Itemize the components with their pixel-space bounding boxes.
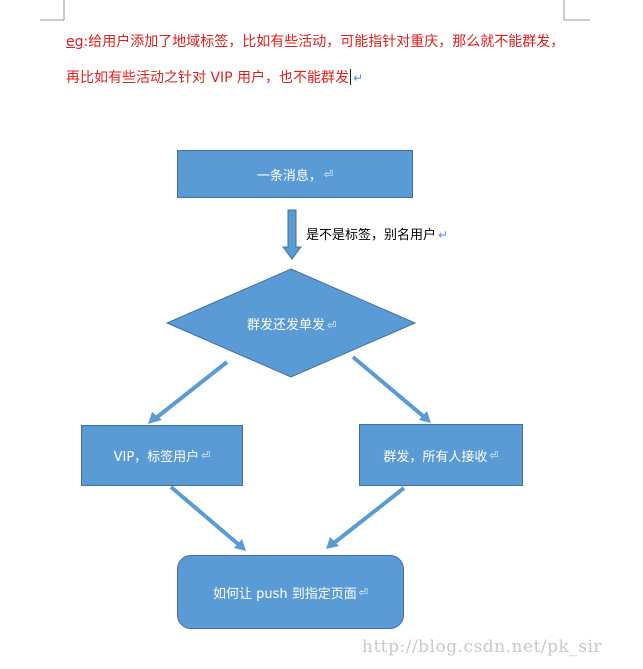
arrow-label-text: 是不是标签，别名用户 — [306, 228, 437, 243]
arrowhead-left-end — [234, 539, 246, 551]
return-mark-icon: ⏎ — [489, 448, 499, 462]
page-corner-top-right — [563, 0, 590, 21]
paragraph-line-1-text: :给用户添加了地域标签，比如有些活动，可能指针对重庆，那么就不能群发， — [83, 34, 565, 50]
paragraph-line-2-text: 再比如有些活动之针对 VIP 用户，也不能群发 — [66, 70, 350, 86]
decision-label: 群发还发单发⏎ — [247, 314, 336, 333]
arrow-label: 是不是标签，别名用户↵ — [306, 224, 448, 243]
return-mark-icon: ⏎ — [201, 449, 211, 462]
decision-diamond — [165, 268, 417, 378]
return-mark-icon: ⏎ — [358, 585, 368, 599]
arrow-right-to-end — [332, 486, 406, 545]
paragraph-mark-icon: ↵ — [438, 228, 449, 242]
down-arrow — [282, 209, 302, 260]
arrow-to-right — [351, 355, 425, 418]
decision-label-text: 群发还发单发 — [247, 318, 326, 333]
arrowhead-right — [419, 411, 431, 423]
page-corner-top-left — [40, 0, 65, 21]
end-box-label: 如何让 push 到指定页面 — [213, 586, 357, 602]
text-cursor — [350, 69, 352, 85]
arrow-left-to-end — [169, 485, 240, 546]
left-box: VIP，标签用户⏎ — [81, 425, 243, 486]
end-box: 如何让 push 到指定页面⏎ — [177, 555, 404, 629]
start-box-label: 一条消息， — [256, 168, 322, 184]
watermark: http://blog.csdn.net/pk_sir — [362, 637, 603, 657]
eg-text: eg — [66, 34, 84, 50]
paragraph-mark-icon: ↵ — [353, 71, 364, 85]
right-box: 群发，所有人接收⏎ — [359, 424, 523, 486]
left-box-label: VIP，标签用户 — [113, 450, 200, 465]
arrowhead-left — [148, 412, 162, 424]
paragraph-line-1: eg:给用户添加了地域标签，比如有些活动，可能指针对重庆，那么就不能群发， — [66, 33, 564, 51]
paragraph-line-2: 再比如有些活动之针对 VIP 用户，也不能群发↵ — [66, 69, 363, 87]
return-mark-icon: ⏎ — [327, 319, 337, 332]
arrowhead-right-end — [326, 537, 339, 549]
return-mark-icon: ⏎ — [323, 167, 334, 181]
arrow-to-left — [154, 360, 229, 420]
right-box-label: 群发，所有人接收 — [383, 449, 488, 465]
start-box: 一条消息，⏎ — [177, 150, 413, 198]
